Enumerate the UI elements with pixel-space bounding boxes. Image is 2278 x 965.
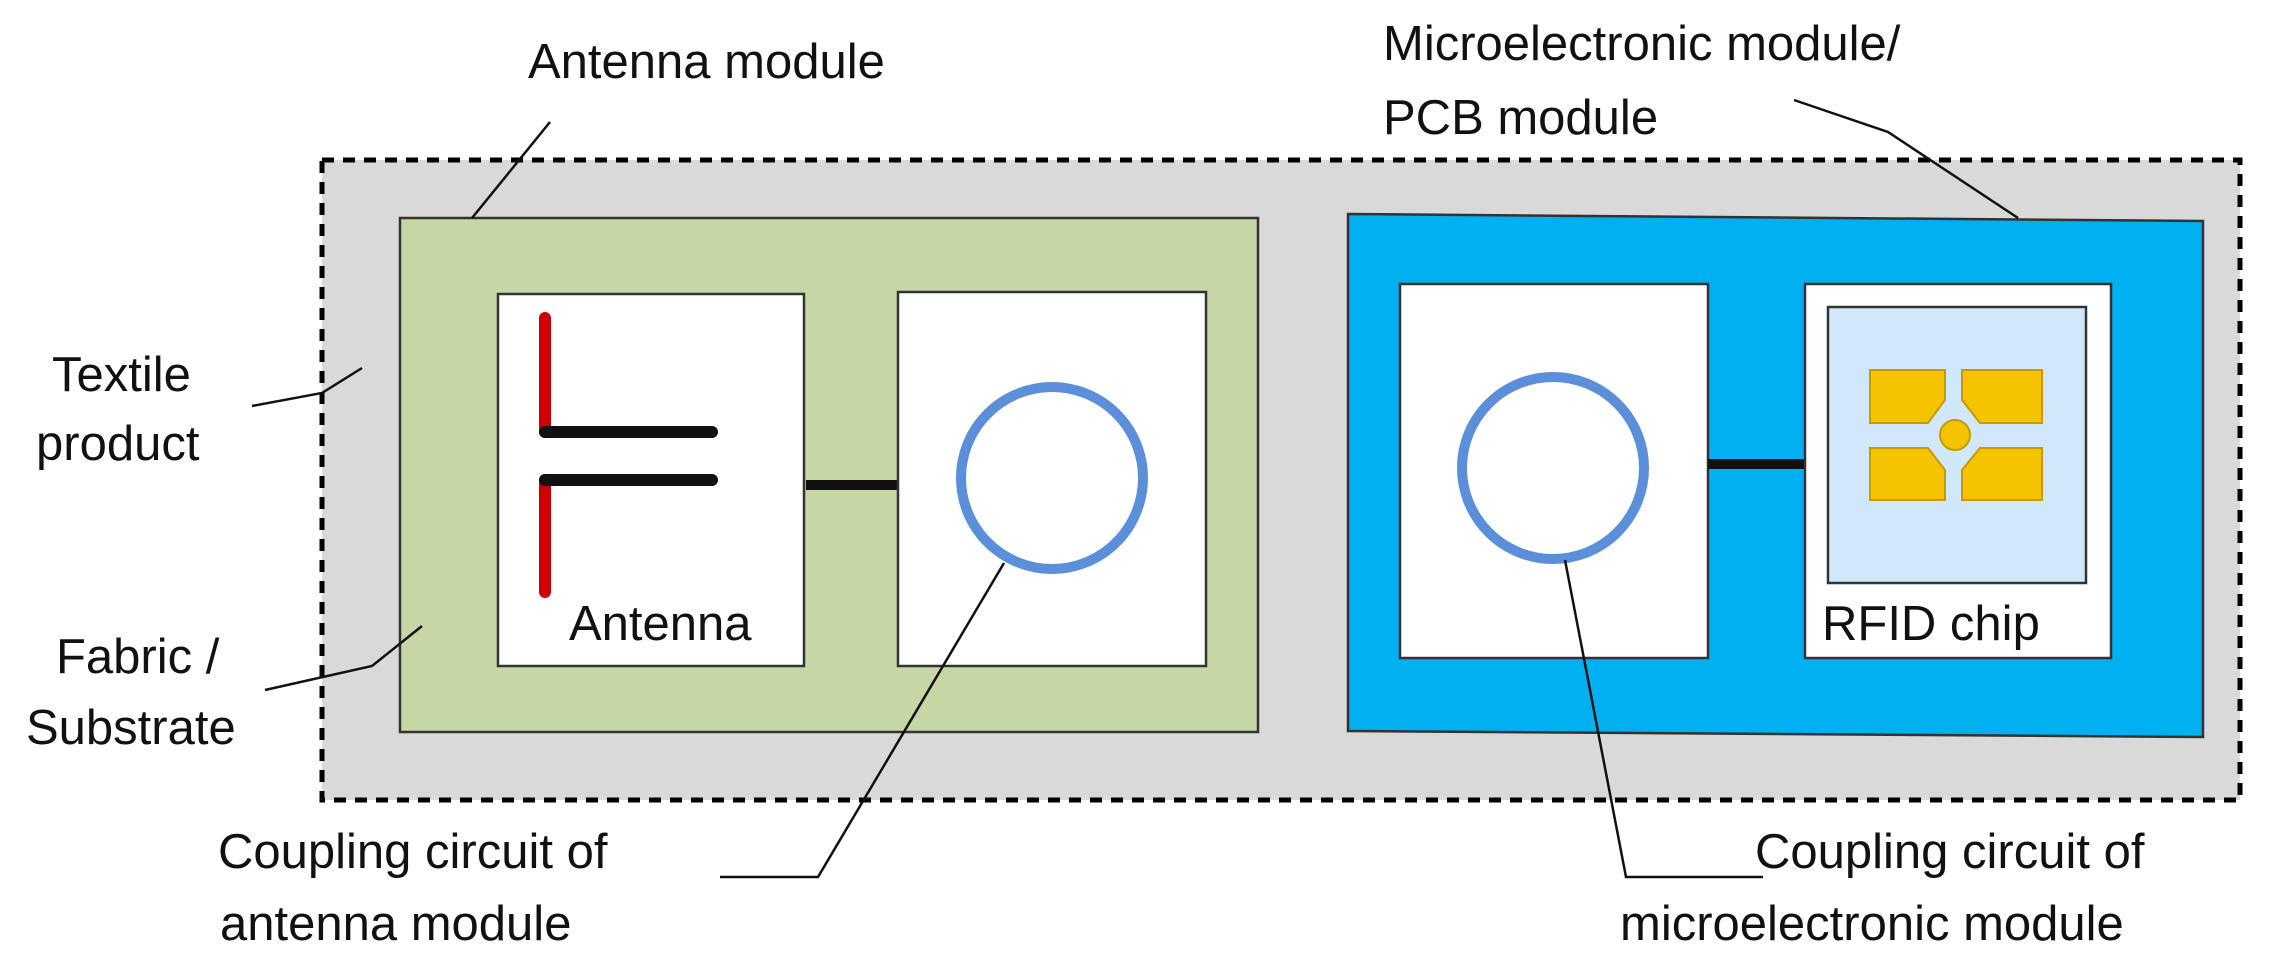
leader-textile-product bbox=[251, 366, 363, 408]
textile-product-label-line1: Textile bbox=[52, 348, 191, 402]
fabric-substrate-label-line1: Fabric / bbox=[56, 630, 220, 684]
microelectronic-module-label-line2: PCB module bbox=[1383, 91, 1658, 145]
leader-lines bbox=[251, 98, 2019, 879]
coupling-micro-label-line1: Coupling circuit of bbox=[1755, 825, 2145, 879]
leader-coupling-antenna bbox=[720, 562, 1006, 879]
microelectronic-module-label-line1: Microelectronic module/ bbox=[1383, 17, 1901, 71]
micro-coupling-box bbox=[1398, 282, 1710, 660]
rfid-chip-label: RFID chip bbox=[1822, 597, 2040, 651]
leader-antenna-module bbox=[471, 121, 551, 219]
antenna-label: Antenna bbox=[569, 597, 752, 651]
coupling-micro-label-line2: microelectronic module bbox=[1620, 897, 2124, 951]
micro-coupling-ring-icon bbox=[1457, 372, 1649, 564]
coupling-antenna-label-line2: antenna module bbox=[220, 897, 571, 951]
leader-coupling-micro bbox=[1563, 559, 1763, 879]
fabric-substrate-label-line2: Substrate bbox=[26, 701, 236, 755]
dipole-antenna-icon bbox=[539, 312, 718, 598]
antenna-coupling-box bbox=[896, 290, 1208, 668]
leader-micro-module bbox=[1793, 98, 2019, 220]
textile-product-label-line2: product bbox=[36, 417, 200, 471]
antenna-module-label: Antenna module bbox=[528, 35, 885, 89]
antenna-coupling-ring-icon bbox=[956, 382, 1148, 574]
coupling-antenna-label-line1: Coupling circuit of bbox=[218, 825, 608, 879]
chip-contact-icon bbox=[1869, 369, 2043, 501]
leader-fabric-substrate bbox=[264, 625, 423, 692]
